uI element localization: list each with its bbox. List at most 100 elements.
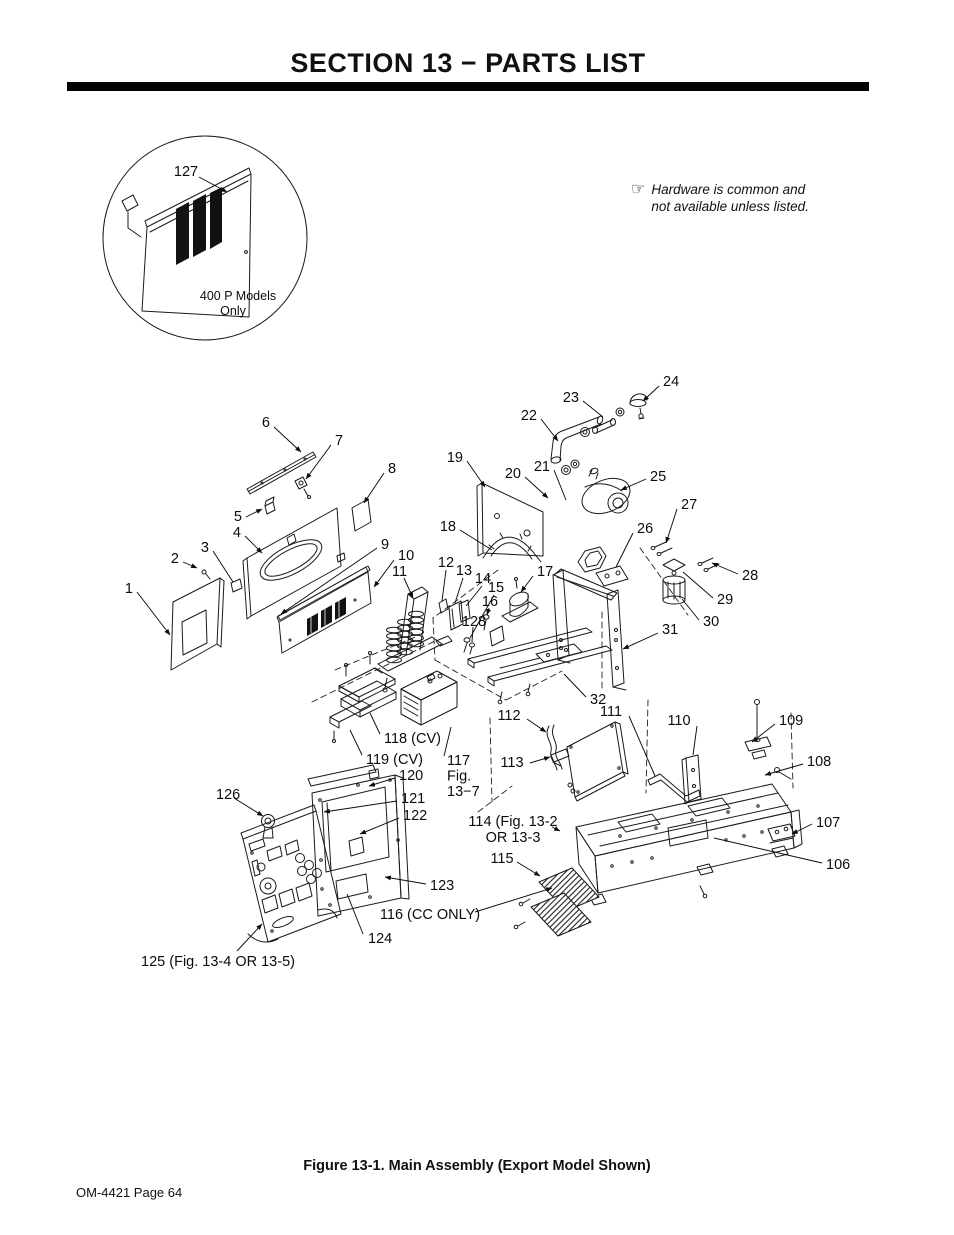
- hardware-note: ☞ Hardware is common and not available u…: [631, 181, 809, 215]
- callout-leader-115: [516, 861, 541, 877]
- section-title: SECTION 13 − PARTS LIST: [290, 48, 646, 78]
- pointing-hand-icon: ☞: [631, 181, 646, 198]
- callout-label-15: 15: [488, 580, 504, 596]
- callout-label-31: 31: [662, 622, 678, 638]
- callout-leader-28: [711, 562, 739, 575]
- callout-label-115: 115: [490, 851, 513, 867]
- callout-label-21: 21: [534, 459, 550, 475]
- callout-label-124: 124: [368, 931, 392, 947]
- callout-label-125: 125 (Fig. 13-4 OR 13-5): [141, 954, 295, 970]
- callout-leader-6: [273, 426, 302, 453]
- callout-label-25: 25: [650, 469, 666, 485]
- callout-leader-26: [615, 532, 634, 568]
- inset-caption-line2: Only: [220, 304, 246, 318]
- part-27-28-screws: [650, 541, 720, 572]
- callout-label-1: 1: [125, 581, 133, 597]
- callout-leader-109: [751, 723, 776, 743]
- callout-leader-15: [469, 594, 495, 639]
- part-111-z-bracket: [647, 773, 701, 803]
- part-19-rear-panel: [476, 482, 544, 557]
- callout-label-13: 13: [456, 563, 472, 579]
- callout-leader-122: [359, 817, 400, 835]
- callout-label-16: 16: [482, 594, 498, 610]
- callout-leader-13: [454, 577, 464, 604]
- callout-label-24: 24: [663, 374, 679, 390]
- callout-leader-27: [665, 508, 678, 544]
- callout-leader-118: [369, 712, 381, 735]
- callout-label-11: 11: [392, 564, 407, 580]
- part-5-clip: [264, 496, 276, 515]
- callout-leader-127: [198, 176, 228, 193]
- part-4-panel-with-slot: [242, 507, 346, 620]
- callout-leader-14: [465, 585, 483, 607]
- callout-label-22: 22: [521, 408, 537, 424]
- callout-leader-9: [280, 547, 378, 615]
- callout-label-32: 32: [590, 692, 606, 708]
- part-110-bracket: [681, 754, 702, 805]
- callout-label-108: 108: [807, 754, 831, 770]
- construction-lines: [311, 547, 794, 813]
- callout-leader-7: [305, 444, 332, 480]
- callout-leader-32: [563, 673, 587, 698]
- part-29-30-fuel-filter: [662, 558, 686, 605]
- callout-leader-124: [346, 893, 364, 935]
- callout-label-14: 14: [475, 571, 491, 587]
- callout-label-112: 112: [497, 708, 520, 724]
- callout-leader-114: [551, 826, 561, 832]
- part-117-rectifier-box: [400, 670, 458, 726]
- callout-label-12: 12: [438, 555, 454, 571]
- callout-leader-3: [212, 550, 234, 583]
- callout-leader-125: [236, 923, 263, 952]
- callout-label-9: 9: [381, 537, 389, 553]
- part-8-plate: [351, 498, 372, 532]
- callout-label-29: 29: [717, 592, 733, 608]
- callout-label-106: 106: [826, 857, 850, 873]
- callout-label-28: 28: [742, 568, 758, 584]
- callout-leader-120: [368, 777, 396, 787]
- callout-leader-22: [540, 418, 559, 442]
- callout-leader-117: [443, 726, 452, 757]
- callout-leader-1: [136, 591, 171, 636]
- callout-label-111: 111: [600, 704, 622, 720]
- part-32-base-rails: [467, 627, 613, 705]
- callout-leader-29: [682, 571, 714, 599]
- part-107-foot-bracket: [767, 823, 796, 844]
- callout-label-26: 26: [637, 521, 653, 537]
- part-10-vented-panel: [276, 566, 372, 654]
- callout-leader-21: [553, 469, 567, 501]
- callout-label-8: 8: [388, 461, 396, 477]
- part-112-113-brackets: [546, 724, 570, 771]
- callout-leader-19: [466, 460, 486, 488]
- parts-12-16-hardware: [438, 598, 505, 655]
- callout-leader-121: [323, 800, 398, 814]
- callout-label-121: 121: [401, 791, 425, 807]
- callout-label-122: 122: [403, 808, 427, 824]
- callout-label-110: 110: [667, 713, 690, 729]
- part-6-trim-strip: [246, 451, 317, 495]
- inset-detail-circle: 400 P Models Only: [102, 135, 308, 341]
- page-footer: OM-4421 Page 64: [76, 1185, 183, 1200]
- callout-leader-8: [363, 472, 385, 504]
- part-31-lift-frame: [552, 546, 627, 691]
- callout-label-10: 10: [398, 548, 414, 564]
- callout-leader-16: [486, 607, 491, 616]
- callout-leader-23: [582, 400, 604, 418]
- part-115-116-radiator-cores: [513, 867, 600, 937]
- callout-leader-123: [384, 875, 427, 885]
- callout-label-119: 119 (CV): [366, 752, 423, 768]
- callout-label-5: 5: [234, 509, 242, 525]
- callout-label-18: 18: [440, 519, 456, 535]
- callout-label-113: 113: [500, 755, 523, 771]
- callout-leader-111: [628, 715, 656, 777]
- callout-leader-116: [474, 887, 553, 913]
- callout-leader-106: [713, 837, 823, 864]
- callout-label-118: 118 (CV): [384, 731, 441, 747]
- part-24-rain-cap: [629, 393, 648, 420]
- callout-label-127: 127: [174, 164, 198, 180]
- part-25-muffler: [581, 467, 631, 515]
- callout-label-4: 4: [233, 525, 241, 541]
- part-118-119-cv-assembly: [329, 651, 397, 743]
